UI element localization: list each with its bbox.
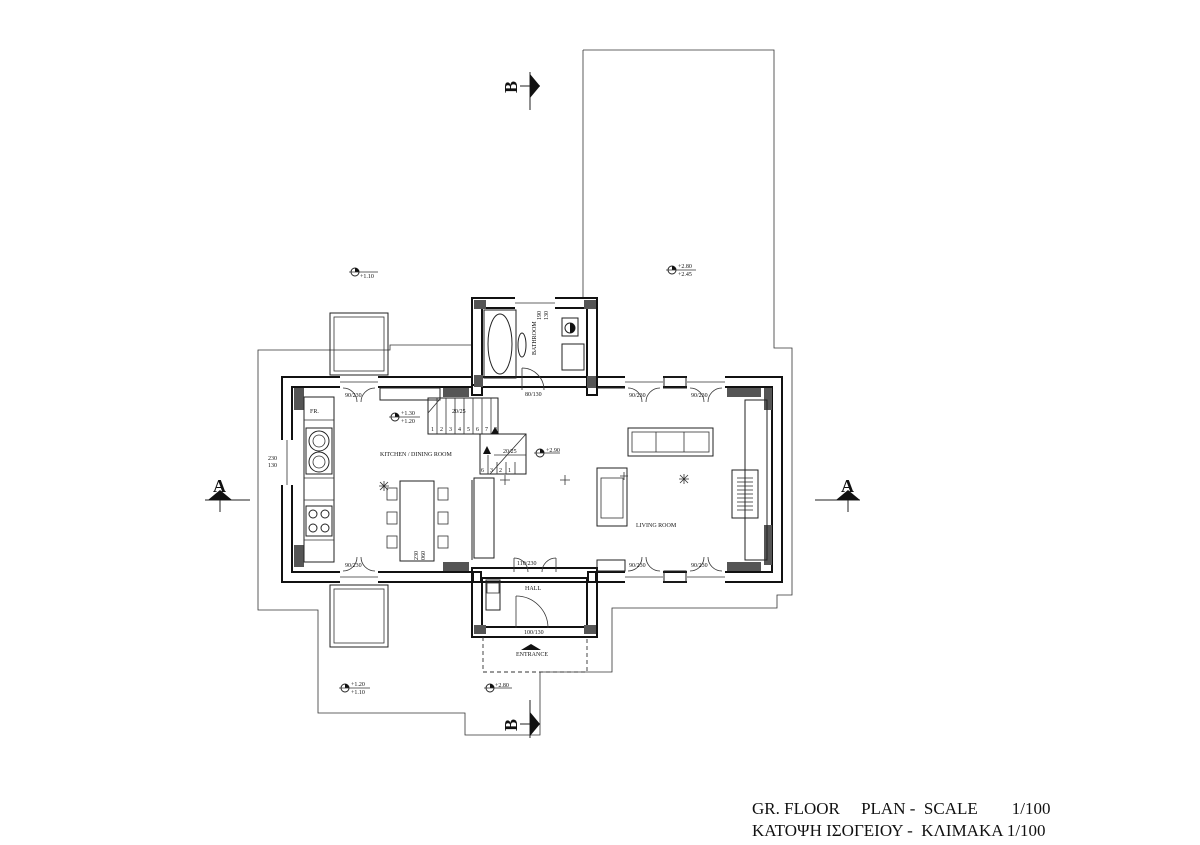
svg-text:+2.80: +2.80 <box>678 264 692 270</box>
door-dim-hall: 110/230 <box>517 561 536 567</box>
svg-text:+1.10: +1.10 <box>360 274 374 280</box>
table-dimension-1: 230 <box>414 551 420 560</box>
caption-line-greek: ΚΑΤΟΨΗ ΙΣΟΓΕΙΟΥ - ΚΛΙΜΑΚΑ 1/100 <box>752 821 1046 840</box>
stair-step-number: 6 <box>481 468 484 474</box>
level-marker-sw: +1.20 +1.10 <box>339 682 370 696</box>
level-marker-stair-top: +1.30 +1.20 <box>389 411 420 425</box>
staircase <box>427 397 527 475</box>
interior-partitions <box>379 376 687 583</box>
stair-step-number: 8 <box>494 427 497 433</box>
bathtub <box>483 309 517 379</box>
window-dim-bathroom-1: 190 <box>537 311 543 320</box>
window-dim-west-1: 230 <box>268 456 277 462</box>
svg-text:+1.20: +1.20 <box>401 419 415 425</box>
drawing-caption: GR. FLOOR PLAN - SCALE 1/100 ΚΑΤΟΨΗ ΙΣΟΓ… <box>752 798 1172 842</box>
light-fixture-icons <box>379 472 689 491</box>
stair-step-dimension-lower: 20/25 <box>503 449 517 455</box>
stair-step-number: 5 <box>467 427 470 433</box>
room-label-hall: HALL <box>525 586 541 592</box>
stair-step-number: 6 <box>476 427 479 433</box>
window-dim-kitchen-top: 90/230 <box>345 393 362 399</box>
window-openings <box>281 297 725 583</box>
stair-step-number: 7 <box>485 427 488 433</box>
caption-line-english: GR. FLOOR PLAN - SCALE 1/100 <box>752 799 1051 818</box>
door-dim-bathroom: 80/130 <box>525 392 542 398</box>
entrance-canopy <box>482 637 588 673</box>
window-dim-kitchen-bottom: 90/230 <box>345 563 362 569</box>
svg-text:A: A <box>213 476 226 496</box>
svg-text:+2.80: +2.80 <box>495 683 509 689</box>
level-marker-entrance: +2.80 <box>484 683 512 693</box>
svg-text:+2.45: +2.45 <box>678 272 692 278</box>
svg-text:+1.20: +1.20 <box>351 682 365 688</box>
armchair <box>596 467 628 527</box>
section-mark-a-left: A <box>205 476 250 512</box>
cooktop <box>305 505 333 537</box>
site-outline <box>257 49 793 736</box>
sink <box>305 427 333 475</box>
pergola-north <box>329 312 389 376</box>
window-dim-living-top-2: 90/230 <box>691 393 708 399</box>
built-in-bench <box>744 399 768 561</box>
svg-text:+1.10: +1.10 <box>351 690 365 696</box>
hall-doors <box>485 557 557 629</box>
stair-step-number: 3 <box>449 427 452 433</box>
svg-text:+1.30: +1.30 <box>401 411 415 417</box>
room-label-entrance: ENTRANCE <box>516 652 548 658</box>
window-dim-living-bottom-1: 90/230 <box>629 563 646 569</box>
level-marker-stair-mid: +2.90 <box>534 448 560 458</box>
window-dim-living-top-1: 90/230 <box>629 393 646 399</box>
stair-step-number: 4 <box>458 427 461 433</box>
svg-text:+2.90: +2.90 <box>546 448 560 454</box>
stair-step-number: 3 <box>490 468 493 474</box>
stair-step-number: 2 <box>440 427 443 433</box>
stair-step-number: 1 <box>431 427 434 433</box>
level-marker-nw: +1.10 <box>349 267 378 280</box>
window-dim-living-bottom-2: 90/230 <box>691 563 708 569</box>
room-label-living: LIVING ROOM <box>636 523 677 529</box>
window-dim-bathroom-2: 130 <box>544 311 550 320</box>
kitchen-counter <box>303 396 335 563</box>
room-label-bathroom: BATHROOM <box>532 321 538 355</box>
pergola-south <box>329 584 389 648</box>
svg-text:B: B <box>501 81 521 93</box>
bath-fixtures <box>517 317 585 391</box>
window-dim-west-2: 130 <box>268 463 277 469</box>
section-mark-b-top: B <box>501 72 540 110</box>
level-marker-ne: +2.80 +2.45 <box>666 264 696 278</box>
stair-step-dimension: 20/25 <box>452 409 466 415</box>
svg-text:B: B <box>501 719 521 731</box>
stair-step-number: 2 <box>499 468 502 474</box>
sofa <box>627 427 714 457</box>
svg-text:A: A <box>841 476 854 496</box>
section-mark-b-bottom: B <box>501 700 540 738</box>
door-dim-entrance: 100/130 <box>524 630 544 636</box>
wall-hatching <box>294 300 772 634</box>
section-mark-a-right: A <box>815 476 860 512</box>
dining-table <box>386 480 449 562</box>
stair-step-number: 1 <box>508 468 511 474</box>
room-label-kitchen: KITCHEN / DINING ROOM <box>380 452 452 458</box>
fridge-label: FR. <box>310 409 319 415</box>
table-dimension-2: 060 <box>421 551 427 560</box>
